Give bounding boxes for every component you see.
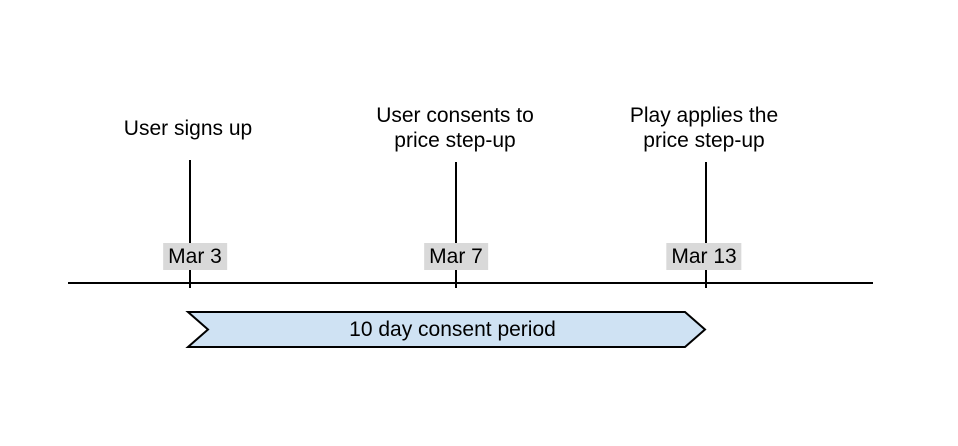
date-badge-mar7: Mar 7 [424,243,488,270]
event-title-user-consents: User consents to price step-up [376,104,534,152]
date-badge-mar3: Mar 3 [163,243,227,270]
consent-period-banner-shape [185,311,707,348]
event-title-play-applies: Play applies the price step-up [629,104,779,152]
date-badge-mar13: Mar 13 [666,243,742,270]
consent-period-label: 10 day consent period [349,318,556,341]
event-title-user-signs-up: User signs up [123,116,253,140]
